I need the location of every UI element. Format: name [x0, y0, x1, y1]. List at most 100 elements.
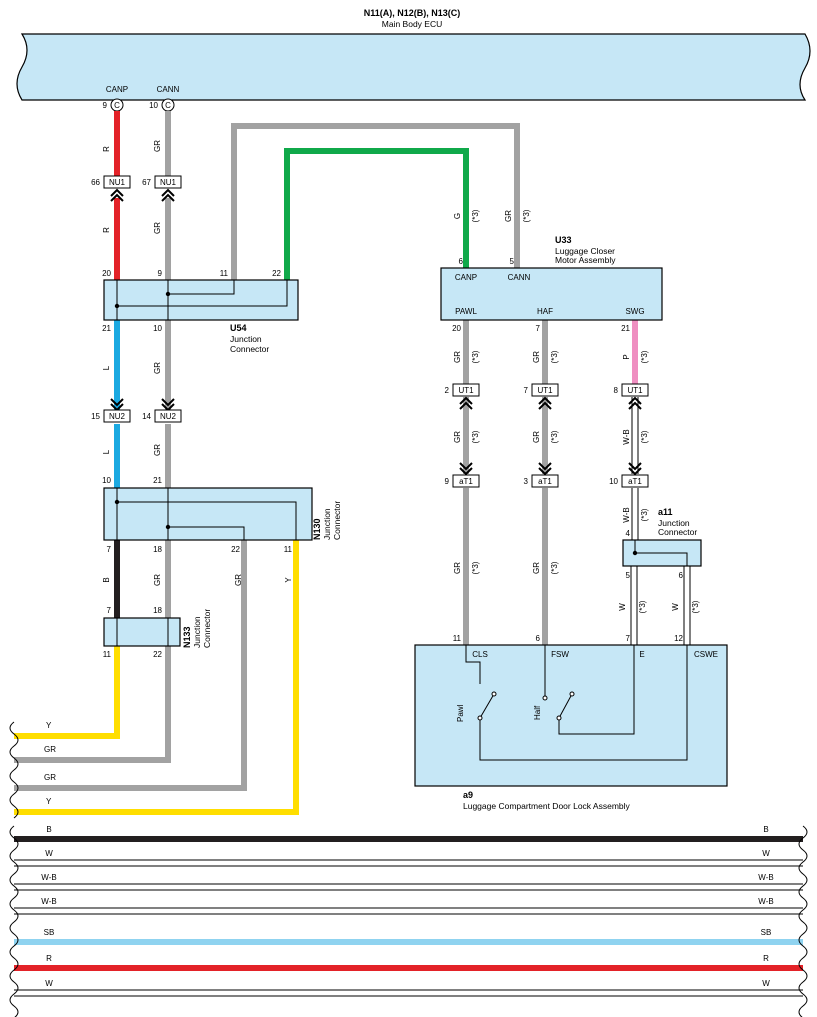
- bus-label-left-6: R: [46, 954, 52, 963]
- n130-body: [103, 487, 313, 541]
- svg-text:GR: GR: [504, 210, 513, 222]
- connector-at1: aT1 9 aT1 3 aT1 10: [445, 462, 649, 488]
- left-break-mark: [9, 721, 19, 819]
- svg-text:7: 7: [107, 545, 112, 554]
- svg-text:GR: GR: [153, 362, 162, 374]
- svg-text:5: 5: [626, 571, 631, 580]
- a9-name: Luggage Compartment Door Lock Assembly: [463, 801, 631, 811]
- svg-text:CANN: CANN: [508, 273, 531, 282]
- svg-text:7: 7: [536, 324, 541, 333]
- ecu-name: Main Body ECU: [382, 19, 442, 29]
- a11-id: a11: [658, 507, 673, 517]
- a9-body: [414, 644, 728, 787]
- svg-text:(*3): (*3): [550, 561, 559, 574]
- svg-text:21: 21: [102, 324, 111, 333]
- wire-wb-1: [631, 397, 639, 474]
- svg-text:18: 18: [153, 545, 162, 554]
- svg-text:4: 4: [626, 529, 631, 538]
- svg-text:CANP: CANP: [455, 273, 477, 282]
- svg-text:aT1: aT1: [459, 477, 473, 486]
- bus-label-right-7: W: [762, 979, 770, 988]
- svg-text:Luggage Closer: Luggage Closer: [555, 246, 615, 256]
- svg-text:NU1: NU1: [160, 178, 177, 187]
- svg-text:(*3): (*3): [471, 430, 480, 443]
- svg-text:W: W: [671, 603, 680, 611]
- svg-text:R: R: [102, 227, 111, 233]
- u33-id: U33: [555, 235, 572, 245]
- svg-text:(*3): (*3): [471, 209, 480, 222]
- a11-junction-connector: 4 5 6 a11 Junction Connector: [622, 507, 702, 580]
- n133-body: [103, 617, 181, 647]
- a9-switch-circuit: [465, 645, 688, 761]
- svg-text:HAF: HAF: [537, 307, 553, 316]
- bus-label-right-4: W-B: [758, 897, 773, 906]
- wires: [14, 111, 691, 815]
- wire-y-exit-2: [14, 540, 299, 815]
- svg-text:Junction: Junction: [322, 508, 332, 540]
- svg-text:CSWE: CSWE: [694, 650, 718, 659]
- svg-text:11: 11: [103, 650, 112, 659]
- svg-text:GR: GR: [453, 351, 462, 363]
- svg-text:22: 22: [231, 545, 240, 554]
- switch-half-label: Half: [533, 705, 542, 720]
- svg-text:(*3): (*3): [550, 430, 559, 443]
- bus-label-left-1: B: [46, 825, 51, 834]
- bus-break-mark: [9, 825, 19, 1017]
- svg-text:18: 18: [153, 606, 162, 615]
- bus-label-right-5: SB: [761, 928, 772, 937]
- svg-text:(*3): (*3): [522, 209, 531, 222]
- wire-g-canp-u33: [284, 148, 469, 280]
- svg-text:11: 11: [284, 545, 293, 554]
- svg-text:8: 8: [614, 386, 619, 395]
- svg-text:21: 21: [153, 476, 162, 485]
- a9-id: a9: [463, 790, 473, 800]
- svg-text:P: P: [622, 354, 631, 359]
- svg-text:(*3): (*3): [638, 600, 647, 613]
- svg-text:NU2: NU2: [160, 412, 177, 421]
- svg-text:GR: GR: [532, 351, 541, 363]
- svg-text:(*3): (*3): [471, 350, 480, 363]
- svg-text:G: G: [453, 213, 462, 219]
- n130-junction-connector: 10 21 7 18 22 11 N130 Junction Connector: [102, 476, 342, 554]
- svg-text:Y: Y: [46, 797, 52, 806]
- svg-text:22: 22: [153, 650, 162, 659]
- svg-text:10: 10: [153, 324, 162, 333]
- u33-body: [440, 267, 663, 321]
- svg-text:10: 10: [102, 476, 111, 485]
- svg-text:GR: GR: [153, 574, 162, 586]
- wire-w-e: [630, 566, 638, 645]
- svg-text:2: 2: [445, 386, 450, 395]
- svg-text:GR: GR: [44, 773, 56, 782]
- svg-text:W-B: W-B: [622, 429, 631, 444]
- svg-text:15: 15: [91, 412, 100, 421]
- svg-text:14: 14: [142, 412, 151, 421]
- ecu-pin-cann-sig: CANN: [157, 85, 180, 94]
- wire-wb-2: [631, 488, 639, 540]
- bus-label-right-2: W: [762, 849, 770, 858]
- svg-text:W-B: W-B: [622, 507, 631, 522]
- svg-text:12: 12: [674, 634, 683, 643]
- svg-text:9: 9: [158, 269, 163, 278]
- svg-text:B: B: [102, 577, 111, 582]
- svg-text:9: 9: [445, 477, 450, 486]
- wire-gr-exit-2: [14, 540, 247, 791]
- svg-text:Connector: Connector: [202, 609, 212, 648]
- bus-label-left-7: W: [45, 979, 53, 988]
- svg-text:(*3): (*3): [550, 350, 559, 363]
- svg-text:GR: GR: [453, 562, 462, 574]
- svg-text:Connector: Connector: [658, 527, 697, 537]
- svg-text:11: 11: [453, 634, 462, 643]
- svg-text:Y: Y: [46, 721, 52, 730]
- svg-text:6: 6: [679, 571, 684, 580]
- svg-text:20: 20: [102, 269, 111, 278]
- svg-text:6: 6: [536, 634, 541, 643]
- svg-text:GR: GR: [153, 222, 162, 234]
- svg-text:66: 66: [91, 178, 100, 187]
- svg-text:W: W: [618, 603, 627, 611]
- svg-text:PAWL: PAWL: [455, 307, 477, 316]
- svg-text:10: 10: [149, 101, 158, 110]
- n133-junction-connector: 7 18 11 22 N133 Junction Connector: [103, 606, 212, 659]
- svg-text:7: 7: [524, 386, 529, 395]
